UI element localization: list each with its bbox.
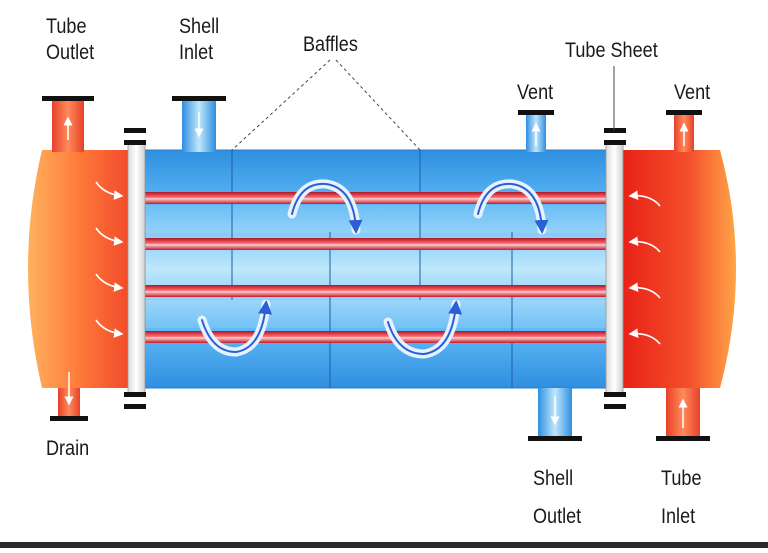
vent-right-nozzle — [666, 110, 702, 152]
tube-1 — [128, 192, 622, 204]
tube-bundle — [128, 192, 622, 343]
drain-nozzle — [50, 372, 88, 421]
label-shell-inlet-line2: Inlet — [179, 41, 214, 64]
label-baffles: Baffles — [303, 33, 358, 56]
label-shell-outlet-line2: Outlet — [533, 505, 582, 528]
left-head — [28, 150, 130, 388]
shell-inlet-nozzle — [172, 96, 226, 152]
tube-sheet-left — [127, 141, 146, 397]
label-vent-left: Vent — [517, 81, 554, 104]
shell-flow-arrows — [197, 179, 549, 359]
baffles — [231, 150, 513, 388]
label-shell-outlet-line1: Shell — [533, 467, 574, 490]
tube-4 — [128, 331, 622, 343]
tube-sheet-right — [605, 141, 624, 397]
baffles-pointer — [231, 59, 421, 151]
label-tube-outlet-line1: Tube — [46, 15, 87, 38]
label-vent-right: Vent — [674, 81, 711, 104]
label-tube-inlet-line2: Inlet — [661, 505, 696, 528]
tube-2 — [128, 238, 622, 250]
label-tube-inlet-line1: Tube — [661, 467, 702, 490]
vent-left-nozzle — [518, 110, 554, 152]
tube-inlet-nozzle — [656, 388, 710, 441]
label-shell-inlet-line1: Shell — [179, 15, 220, 38]
label-drain: Drain — [46, 437, 90, 460]
right-head — [620, 150, 736, 388]
bottom-border — [0, 542, 768, 548]
shell-body — [144, 149, 609, 389]
tube-3 — [128, 285, 622, 297]
tube-outlet-nozzle — [42, 96, 94, 152]
label-tube-outlet-line2: Outlet — [46, 41, 95, 64]
tube-flow-arrows — [95, 181, 661, 345]
label-tube-sheet: Tube Sheet — [565, 39, 658, 62]
tube-sheets — [124, 128, 626, 409]
shell-outlet-nozzle — [528, 388, 582, 441]
